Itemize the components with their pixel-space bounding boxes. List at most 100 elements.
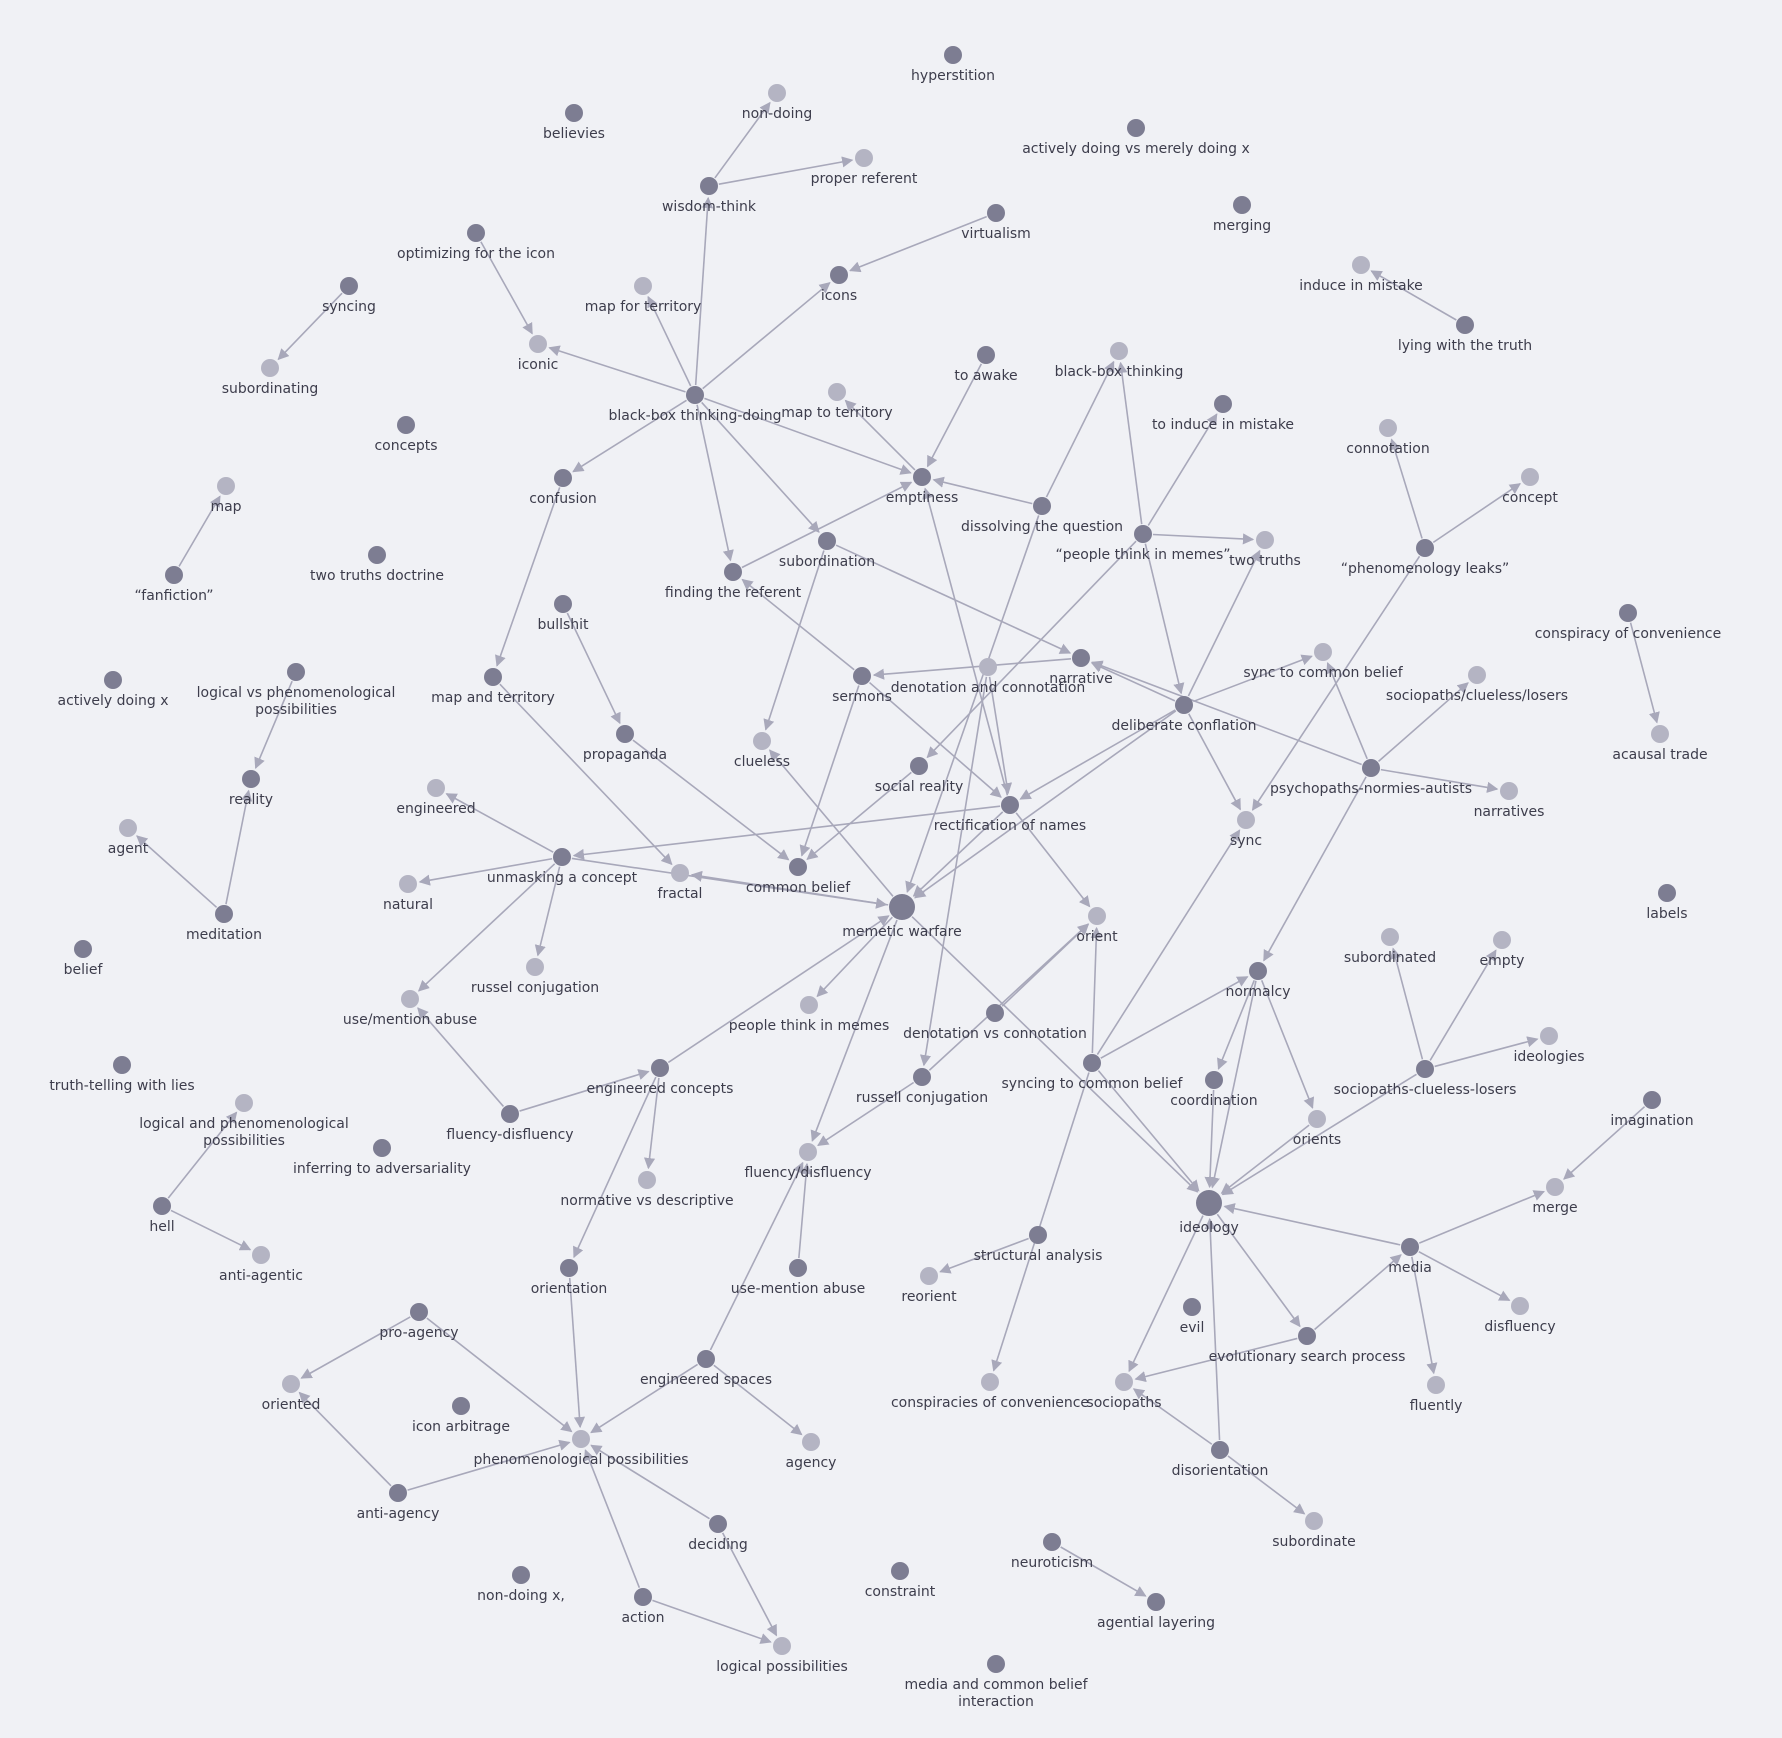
node-actively-doing-x[interactable]: actively doing x (57, 671, 169, 709)
node-fluently[interactable]: fluently (1410, 1376, 1463, 1414)
node-dissolving-question[interactable]: dissolving the question (961, 497, 1123, 535)
node-circle[interactable] (287, 663, 305, 681)
node-fluency-disfluency-slash[interactable]: fluency/disfluency (744, 1143, 872, 1181)
node-induce-mistake[interactable]: induce in mistake (1299, 256, 1423, 294)
node-circle[interactable] (1110, 342, 1128, 360)
node-normative-descriptive[interactable]: normative vs descriptive (560, 1171, 734, 1209)
node-finding-referent[interactable]: finding the referent (665, 563, 802, 601)
node-circle[interactable] (373, 1139, 391, 1157)
node-fluency-disfluency[interactable]: fluency-disfluency (446, 1105, 574, 1143)
node-concept[interactable]: concept (1502, 468, 1558, 506)
node-two-truths[interactable]: two truths (1229, 531, 1301, 569)
node-russel-conjugation[interactable]: russel conjugation (471, 958, 599, 996)
node-circle[interactable] (634, 1588, 652, 1606)
node-circle[interactable] (651, 1059, 669, 1077)
node-circle[interactable] (789, 1259, 807, 1277)
node-belief[interactable]: belief (64, 940, 104, 978)
node-circle[interactable] (789, 858, 807, 876)
node-orients[interactable]: orients (1293, 1110, 1341, 1148)
node-non-doing[interactable]: non-doing (742, 84, 812, 122)
node-circle[interactable] (1401, 1238, 1419, 1256)
node-circle[interactable] (1352, 256, 1370, 274)
node-circle[interactable] (1134, 525, 1152, 543)
node-circle[interactable] (235, 1094, 253, 1112)
node-inferring-adversariality[interactable]: inferring to adversariality (293, 1139, 471, 1177)
node-circle[interactable] (638, 1171, 656, 1189)
node-to-awake[interactable]: to awake (954, 346, 1018, 384)
node-media[interactable]: media (1388, 1238, 1432, 1276)
node-acausal-trade[interactable]: acausal trade (1612, 725, 1708, 763)
node-phenomenology-leaks[interactable]: “phenomenology leaks” (1341, 539, 1510, 577)
node-truth-telling-lies[interactable]: truth-telling with lies (49, 1056, 195, 1094)
node-black-box-thinking[interactable]: black-box thinking (1055, 342, 1184, 380)
node-anti-agentic[interactable]: anti-agentic (219, 1246, 303, 1284)
node-people-think-memes-q[interactable]: “people think in memes” (1055, 525, 1231, 563)
node-orient[interactable]: orient (1076, 907, 1118, 945)
node-lying-truth[interactable]: lying with the truth (1398, 316, 1532, 354)
node-circle[interactable] (944, 46, 962, 64)
node-subordinate[interactable]: subordinate (1272, 1512, 1356, 1550)
node-subordinating[interactable]: subordinating (222, 359, 319, 397)
node-circle[interactable] (410, 1303, 428, 1321)
node-black-box-thinking-doing[interactable]: black-box thinking-doing (608, 386, 782, 424)
node-circle[interactable] (565, 104, 583, 122)
node-circle[interactable] (484, 668, 502, 686)
node-circle[interactable] (467, 224, 485, 242)
node-action[interactable]: action (621, 1588, 665, 1626)
node-circle[interactable] (987, 204, 1005, 222)
node-circle[interactable] (1362, 759, 1380, 777)
node-circle[interactable] (1511, 1297, 1529, 1315)
node-circle[interactable] (1546, 1178, 1564, 1196)
node-circle[interactable] (1540, 1027, 1558, 1045)
node-ideology[interactable]: ideology (1179, 1190, 1239, 1236)
node-confusion[interactable]: confusion (529, 469, 597, 507)
node-hell[interactable]: hell (149, 1197, 175, 1235)
node-actively-doing-vs[interactable]: actively doing vs merely doing x (1022, 119, 1250, 157)
node-circle[interactable] (252, 1246, 270, 1264)
node-circle[interactable] (889, 894, 915, 920)
node-map-to-territory[interactable]: map to territory (781, 383, 893, 421)
node-emptiness[interactable]: emptiness (886, 468, 959, 506)
node-circle[interactable] (1033, 497, 1051, 515)
node-virtualism[interactable]: virtualism (961, 204, 1031, 242)
node-circle[interactable] (1643, 1091, 1661, 1109)
node-circle[interactable] (74, 940, 92, 958)
node-fanfiction[interactable]: “fanfiction” (135, 566, 214, 604)
node-reality[interactable]: reality (229, 770, 273, 808)
node-circle[interactable] (529, 335, 547, 353)
node-circle[interactable] (634, 277, 652, 295)
node-hyperstition[interactable]: hyperstition (911, 46, 995, 84)
node-subordinated[interactable]: subordinated (1344, 928, 1436, 966)
node-deliberate-conflation[interactable]: deliberate conflation (1111, 696, 1257, 734)
node-circle[interactable] (1249, 962, 1267, 980)
node-merging[interactable]: merging (1213, 196, 1271, 234)
node-circle[interactable] (401, 990, 419, 1008)
node-reorient[interactable]: reorient (901, 1267, 957, 1305)
node-anti-agency[interactable]: anti-agency (357, 1484, 440, 1522)
node-circle[interactable] (572, 1430, 590, 1448)
node-circle[interactable] (119, 819, 137, 837)
node-circle[interactable] (526, 958, 544, 976)
node-proper-referent[interactable]: proper referent (811, 149, 918, 187)
node-fractal[interactable]: fractal (658, 864, 703, 902)
node-oriented[interactable]: oriented (262, 1375, 321, 1413)
node-unmasking-concept[interactable]: unmasking a concept (487, 848, 638, 886)
node-circle[interactable] (1379, 419, 1397, 437)
node-circle[interactable] (828, 383, 846, 401)
node-circle[interactable] (1001, 796, 1019, 814)
node-circle[interactable] (1500, 782, 1518, 800)
node-circle[interactable] (855, 149, 873, 167)
node-circle[interactable] (830, 266, 848, 284)
node-agency[interactable]: agency (786, 1433, 837, 1471)
node-circle[interactable] (1381, 928, 1399, 946)
node-deciding[interactable]: deciding (688, 1515, 748, 1553)
node-ideologies[interactable]: ideologies (1513, 1027, 1585, 1065)
node-propaganda[interactable]: propaganda (583, 725, 667, 763)
node-circle[interactable] (986, 1004, 1004, 1022)
node-circle[interactable] (215, 905, 233, 923)
node-circle[interactable] (1029, 1226, 1047, 1244)
node-circle[interactable] (1083, 1054, 1101, 1072)
node-conspiracies-convenience[interactable]: conspiracies of convenience (891, 1373, 1089, 1411)
node-circle[interactable] (891, 1562, 909, 1580)
